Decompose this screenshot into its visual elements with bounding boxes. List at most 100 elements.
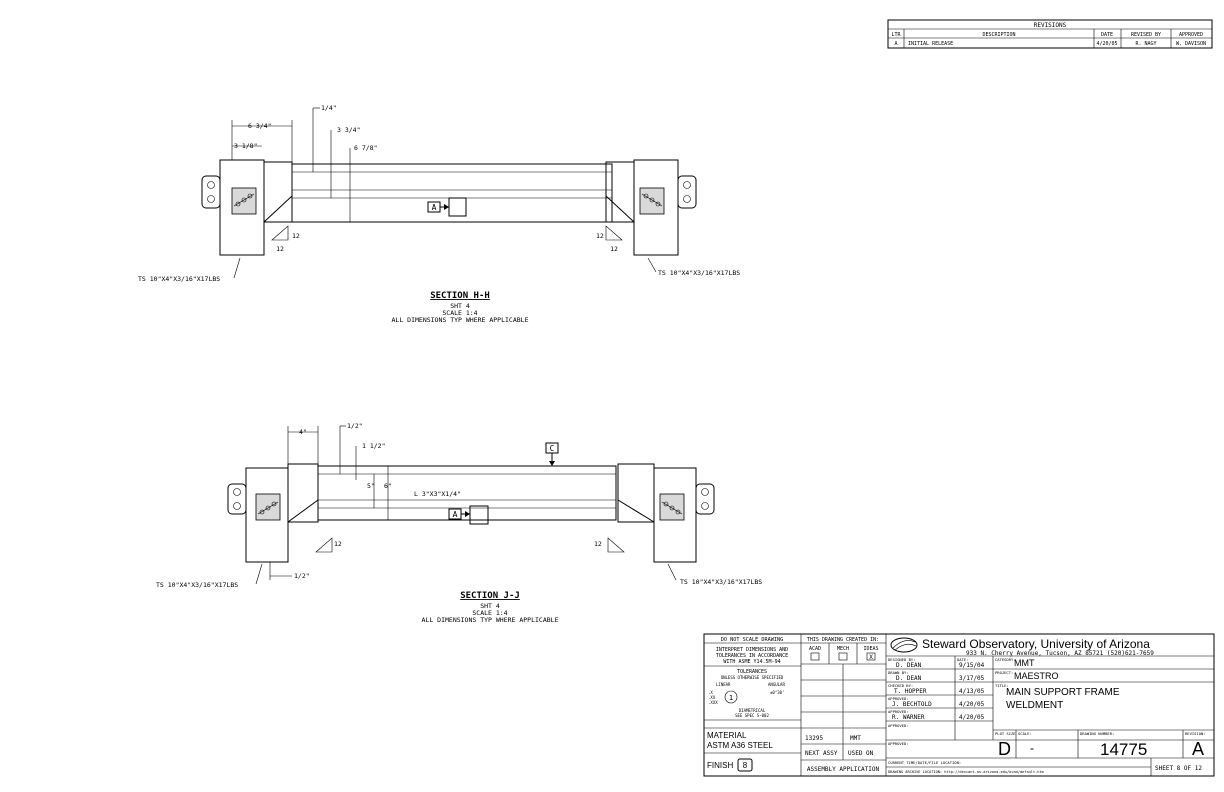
jj-dim-d1: 4" [299, 428, 307, 436]
approved1-label: APPROVED: [888, 696, 909, 701]
rev-row-description: INITIAL RELEASE [908, 41, 953, 47]
tol-linear: LINEAR [716, 682, 731, 687]
tol-class-balloon: 1 [729, 694, 733, 702]
hh-dim-d5: 6 7/8" [354, 144, 377, 152]
approved3-label: APPROVED: [888, 723, 909, 728]
hh-callout-right: TS 10"X4"X3/16"X17LBS [658, 269, 740, 277]
hh-datum-a: A [432, 203, 437, 212]
jj-note: ALL DIMENSIONS TYP WHERE APPLICABLE [422, 616, 559, 624]
jj-datum-a: A [453, 510, 458, 519]
plot-size-value: D [998, 739, 1011, 759]
cad-ideas-check-mark: X [869, 654, 873, 661]
jj-angle-label: L 3"X3"X1/4" [414, 490, 461, 498]
hh-note: ALL DIMENSIONS TYP WHERE APPLICABLE [392, 316, 529, 324]
tol-x: .X [708, 690, 713, 695]
material-value: ASTM A36 STEEL [707, 741, 773, 750]
rev-row-revised-by: R. NAGY [1135, 41, 1156, 47]
no-scale-note: DO NOT SCALE DRAWING [721, 637, 783, 643]
jj-datum-c: C [550, 444, 555, 453]
revisions-table: REVISIONS LTR DESCRIPTION DATE REVISED B… [887, 19, 1213, 49]
cad-ideas: IDEAS [863, 646, 878, 652]
section-hh-view: A 6 3/4" 3 1/8" 1/4" 3 3/4" 6 7/8" 12 12… [138, 104, 740, 324]
hh-dim-d2: 3 1/8" [234, 142, 257, 150]
approved1: J. BECHTOLD [892, 701, 932, 708]
rev-header-revised-by: REVISED BY [1131, 32, 1161, 38]
drawn-date: 3/17/05 [959, 675, 985, 682]
jj-dim-d6: 1/2" [294, 572, 310, 580]
rev-header-approved: APPROVED [1179, 32, 1203, 38]
interpret-line-3: WITH ASME Y14.5M-94 [723, 659, 780, 665]
current-time-label: CURRENT TIME/DATE/FILE LOCATION: [888, 760, 961, 765]
hh-callout-left: TS 10"X4"X3/16"X17LBS [138, 275, 220, 283]
tol-angular: ANGULAR [768, 682, 785, 687]
jj-callout-right: TS 10"X4"X3/16"X17LBS [680, 578, 762, 586]
hh-weld-right-b: 12 [610, 245, 618, 253]
rev-header-description: DESCRIPTION [982, 32, 1015, 38]
jj-callout-left: TS 10"X4"X3/16"X17LBS [156, 581, 238, 589]
cad-mech: MECH [837, 646, 849, 652]
checked-date: 4/13/05 [959, 688, 985, 695]
hh-scale: SCALE 1:4 [442, 309, 477, 317]
drawing-number: 14775 [1100, 740, 1147, 759]
hh-dim-d1: 6 3/4" [248, 122, 271, 130]
approved2: R. WARNER [892, 714, 925, 721]
jj-dim-d3: 1 1/2" [362, 442, 385, 450]
jj-dim-d2: 1/2" [347, 422, 363, 430]
rev-header-ltr: LTR [891, 32, 901, 38]
hh-dim-d3: 1/4" [321, 104, 337, 112]
jj-scale: SCALE 1:4 [472, 609, 507, 617]
cad-ideas-checkbox [866, 652, 876, 661]
revision-label: REVISION: [1185, 731, 1206, 736]
jj-title: SECTION J-J [460, 591, 520, 601]
tol-angle: ±0°30' [770, 690, 784, 695]
finish-value: 8 [743, 761, 748, 770]
observatory-logo [890, 637, 918, 653]
drawn-by-label: DRAWN BY: [888, 670, 909, 675]
hh-weld-left-b: 12 [276, 245, 284, 253]
revision-value: A [1192, 739, 1204, 759]
approved2-label: APPROVED: [888, 709, 909, 714]
used-on-label: USED ON [848, 750, 874, 757]
hh-weld-right: 12 [596, 232, 604, 240]
next-assy-value: 13295 [805, 735, 823, 742]
tol-xx: .XX [708, 695, 716, 700]
rev-row-date: 4/20/05 [1096, 41, 1117, 47]
section-jj-view: A C L 3"X3"X1/4" 4" 1/2" 1 1/2" 5" 6" 1/… [156, 422, 762, 624]
tol-xxx: .XXX [708, 700, 718, 705]
title-line-2: WELDMENT [1006, 700, 1063, 711]
scale-label: SCALE: [1018, 731, 1032, 736]
jj-sht: SHT 4 [480, 602, 500, 610]
spec-ref: SEE SPEC S-002 [735, 713, 769, 718]
date-label: DATE: [957, 657, 968, 662]
approved4-label: APPROVED: [888, 741, 909, 746]
revisions-title: REVISIONS [1034, 22, 1067, 29]
cad-mech-checkbox [838, 652, 848, 661]
title-label: TITLE: [995, 683, 1009, 688]
created-in-label: THIS DRAWING CREATED IN: [807, 637, 879, 643]
jj-dim-d4: 5" [367, 482, 375, 490]
hh-sht: SHT 4 [450, 302, 470, 310]
category-value: MMT [1014, 658, 1035, 668]
organization-address: 933 N. Cherry Avenue, Tucson, AZ 85721 (… [966, 650, 1154, 657]
drawing-number-label: DRAWING NUMBER: [1080, 731, 1114, 736]
material-label: MATERIAL [707, 731, 747, 740]
approved1-date: 4/20/05 [959, 701, 985, 708]
hh-title: SECTION H-H [430, 291, 490, 301]
hh-weld-left: 12 [292, 232, 300, 240]
jj-weld-right: 12 [594, 540, 602, 548]
assembly-application: ASSEMBLY APPLICATION [807, 766, 880, 773]
used-on-value: MMT [850, 735, 861, 742]
designed-by-label: DESIGNED BY: [888, 657, 915, 662]
interpret-line-1: INTERPRET DIMENSIONS AND [716, 647, 788, 653]
cad-acad-checkbox [810, 652, 820, 661]
interpret-line-2: TOLERANCES IN ACCORDANCE [716, 653, 788, 659]
title-line-1: MAIN SUPPORT FRAME [1006, 687, 1120, 698]
category-label: CATEGORY: [995, 657, 1016, 662]
cad-acad: ACAD [809, 646, 821, 652]
designed-by: D. DEAN [896, 662, 922, 669]
rev-row-approved: W. DAVISON [1176, 41, 1206, 47]
jj-weld-left: 12 [334, 540, 342, 548]
rev-row-ltr: A [894, 41, 897, 47]
archive-location: DRAWING ARCHIVE LOCATION: http://deviant… [888, 770, 1044, 774]
